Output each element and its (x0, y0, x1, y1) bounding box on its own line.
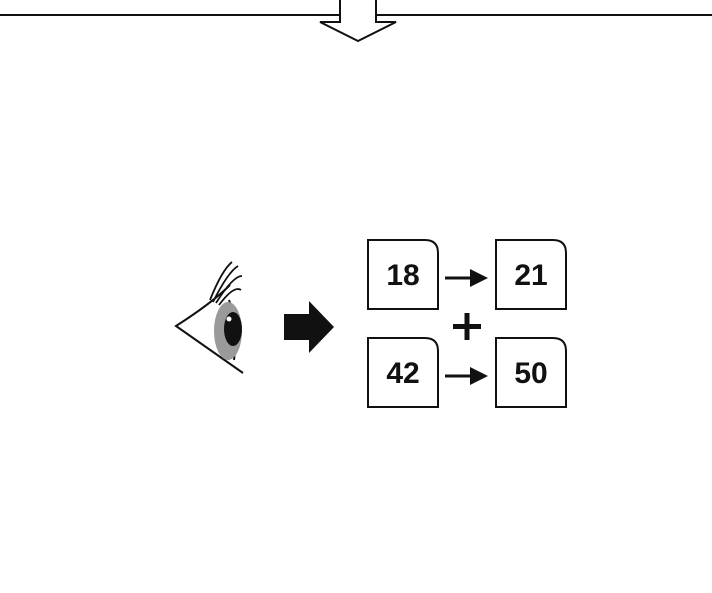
value-21: 21 (514, 259, 548, 292)
plus-sign (453, 313, 481, 340)
small-arrow-top (445, 269, 488, 287)
box-18 (367, 239, 439, 310)
box-21 (495, 239, 567, 310)
value-50: 50 (514, 357, 548, 390)
value-42: 42 (386, 357, 420, 390)
eye-icon (174, 261, 244, 374)
right-arrow-icon (284, 301, 334, 353)
down-arrow-icon (319, 0, 397, 43)
value-18: 18 (386, 259, 420, 292)
box-50 (495, 337, 567, 408)
box-42 (367, 337, 439, 408)
small-arrow-bottom (445, 367, 488, 385)
